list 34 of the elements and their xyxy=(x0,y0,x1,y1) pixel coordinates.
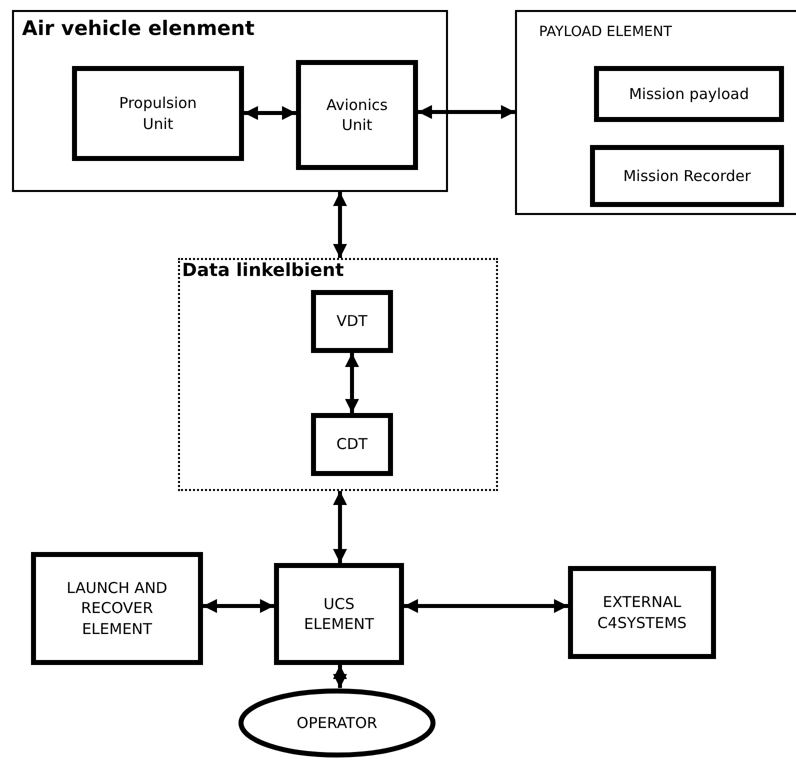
box-label: CDT xyxy=(336,434,368,455)
double-arrow xyxy=(333,665,347,688)
box-label: Propulsion Unit xyxy=(118,93,198,134)
box-label: Mission payload xyxy=(628,84,749,104)
ellipse-node xyxy=(238,688,436,758)
process-box xyxy=(311,413,393,476)
group-box xyxy=(12,10,448,192)
group-box xyxy=(178,258,498,491)
group-box xyxy=(515,10,796,215)
group-title: Air vehicle elenment xyxy=(22,16,255,40)
process-box xyxy=(274,563,404,665)
group-title: PAYLOAD ELEMENT xyxy=(539,24,672,40)
box-label: Mission Recorder xyxy=(623,166,751,186)
process-box xyxy=(568,566,716,659)
double-arrow xyxy=(244,106,296,120)
double-arrow xyxy=(404,599,568,613)
double-arrow xyxy=(418,105,515,119)
box-label: EXTERNAL C4SYSTEMS xyxy=(596,592,688,633)
double-arrow xyxy=(345,353,359,413)
double-arrow xyxy=(203,599,274,613)
box-label: LAUNCH AND RECOVER ELEMENT xyxy=(66,578,168,639)
box-label: VDT xyxy=(336,311,368,332)
group-title: Data linkelbient xyxy=(182,260,344,281)
box-label: Avionics Unit xyxy=(325,94,389,136)
box-label: UCS ELEMENT xyxy=(302,594,376,634)
process-box xyxy=(31,552,203,665)
process-box xyxy=(594,66,784,122)
process-box xyxy=(296,60,418,170)
process-box xyxy=(311,290,393,353)
process-box xyxy=(72,66,244,161)
double-arrow xyxy=(333,192,347,258)
process-box xyxy=(590,145,784,207)
double-arrow xyxy=(333,491,347,563)
box-label: OPERATOR xyxy=(296,712,378,734)
